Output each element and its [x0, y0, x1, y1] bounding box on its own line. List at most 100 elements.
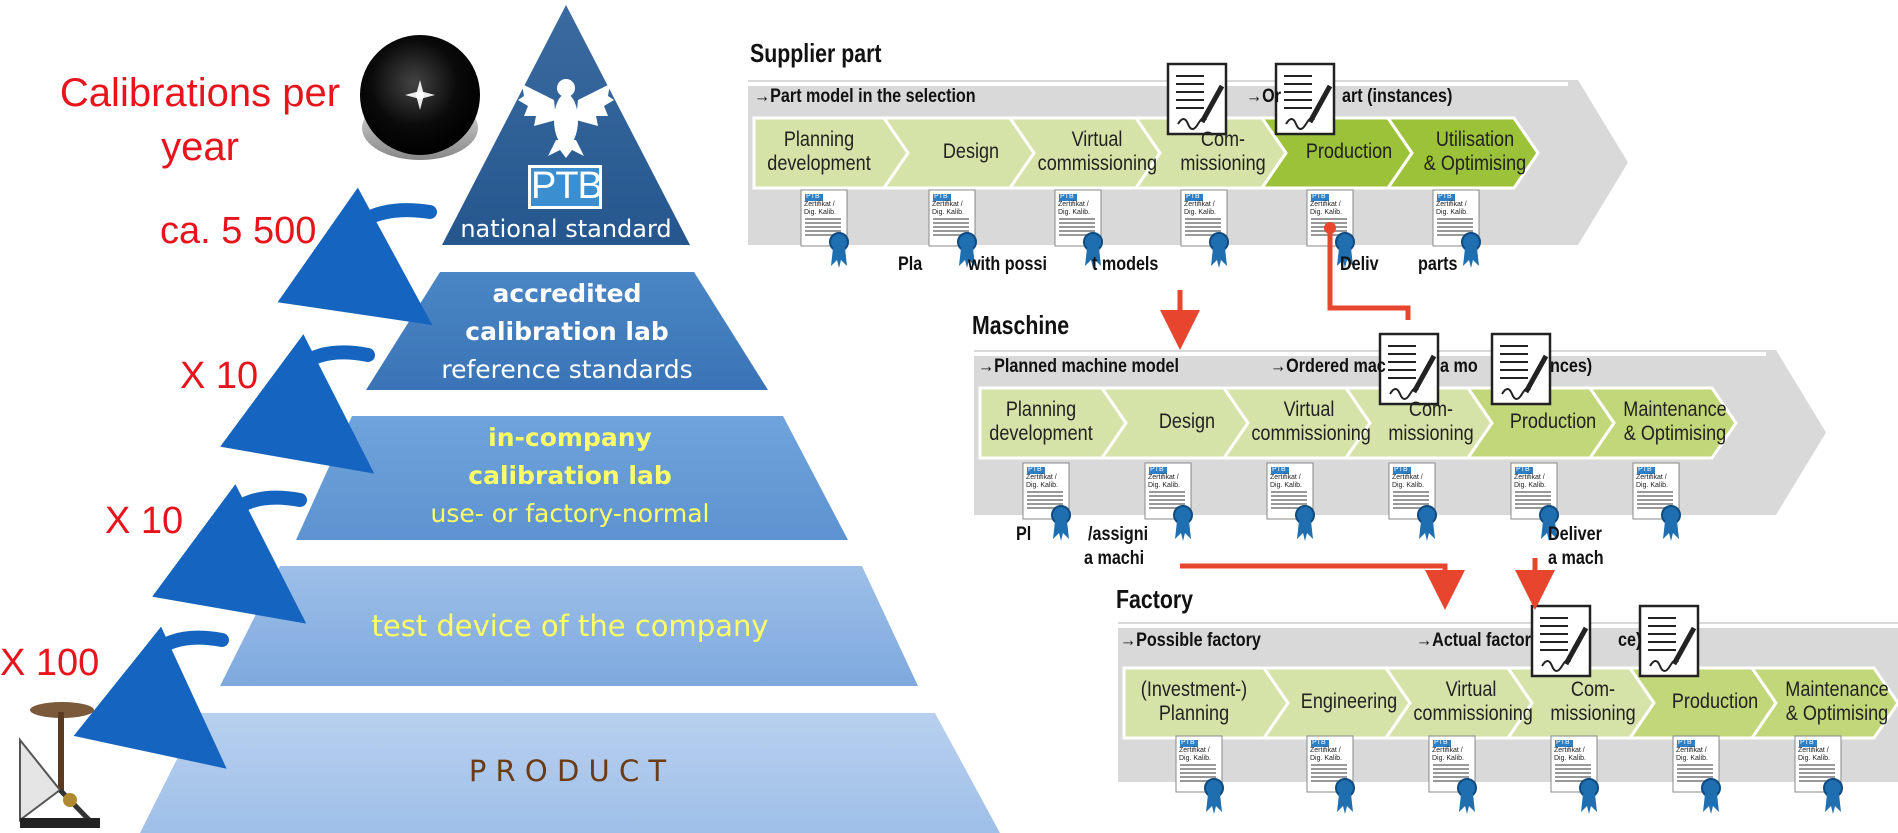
- curved-arrow-icon: [277, 187, 437, 326]
- section-right-label-part: →Actual factor: [1416, 630, 1531, 651]
- certificate-icon: [1672, 735, 1721, 814]
- process-stage-chevron: [1385, 116, 1540, 190]
- certificate-text: Zertifikat / Dig. Kalib.: [1676, 747, 1708, 762]
- multiplier-label: X 100: [0, 642, 100, 684]
- section-right-label-part: →Ordered mac: [1270, 356, 1386, 377]
- certificate-text: Zertifikat / Dig. Kalib.: [1392, 474, 1424, 489]
- bottom-note-part: a mach: [1548, 548, 1604, 569]
- process-stage-label: Production: [1509, 410, 1597, 433]
- certificate-logo-text: PTB: [1186, 193, 1200, 200]
- pyramid-heading-line-1: Calibrations per: [59, 71, 341, 115]
- process-stage-label: Virtual commissioning: [1251, 398, 1371, 445]
- certificate-icon: [1510, 462, 1559, 541]
- certificate-icon: [1175, 735, 1224, 814]
- band-divider: [1118, 624, 1898, 628]
- multiplier-label: X 10: [180, 355, 259, 397]
- certificate-text: Zertifikat / Dig. Kalib.: [1798, 747, 1830, 762]
- process-stage-label: Com- missioning: [1550, 678, 1636, 725]
- certificate-icon: [1266, 462, 1315, 541]
- certificate-logo-text: PTB: [1272, 466, 1286, 473]
- certificate-text: Zertifikat / Dig. Kalib.: [1148, 474, 1180, 489]
- tier-in-company-lab: [296, 416, 848, 540]
- certificate-logo-text: PTB: [1516, 466, 1530, 473]
- red-arrow: [1327, 228, 1411, 320]
- tier-label-in-company-lab: in-company calibration lab use- or facto…: [360, 419, 780, 533]
- process-stage-label: Production: [1671, 690, 1759, 713]
- certificate-icon: [1022, 462, 1071, 541]
- tier-line: use- or factory-normal: [430, 499, 710, 528]
- process-stage-label: Maintenance & Optimising: [1785, 678, 1889, 725]
- signed-document-icon: [1638, 604, 1700, 678]
- process-stage-label: Maintenance & Optimising: [1623, 398, 1727, 445]
- process-stage-chevron: [1587, 386, 1738, 460]
- certificate-text: Zertifikat / Dig. Kalib.: [1432, 747, 1464, 762]
- section-band: [1118, 622, 1898, 782]
- process-stage-chevron: [978, 386, 1128, 460]
- process-stage-label: Design: [1158, 410, 1216, 433]
- section-left-label: →Possible factory: [1120, 630, 1261, 651]
- tier-line: calibration lab: [468, 461, 672, 490]
- certificate-icon: [1550, 735, 1599, 814]
- section-right-label-part: art (instances): [1342, 86, 1453, 107]
- process-stage-chevron: [1261, 666, 1412, 740]
- process-stage-chevron: [1099, 386, 1250, 460]
- ptb-logo-text: PTB: [531, 165, 603, 207]
- process-stage-chevron: [1122, 666, 1290, 740]
- certificate-icon: [1144, 462, 1193, 541]
- certificate-logo-text: PTB: [1312, 739, 1326, 746]
- certificate-icon: [1388, 462, 1437, 541]
- tier-label-test-device: test device of the company: [371, 609, 769, 643]
- certificate-icon: [1428, 735, 1477, 814]
- certificate-text: Zertifikat / Dig. Kalib.: [1184, 201, 1216, 216]
- signed-document-icon: [1490, 332, 1552, 406]
- certificate-text: Zertifikat / Dig. Kalib.: [1636, 474, 1668, 489]
- signed-document-icon: [1530, 604, 1592, 678]
- process-stage-label: Com- missioning: [1180, 128, 1266, 175]
- process-stage-chevron: [1259, 116, 1414, 190]
- certificate-logo-text: PTB: [1394, 466, 1408, 473]
- signed-document-icon: [1166, 62, 1228, 136]
- section-right-label-part: →Or: [1246, 86, 1282, 107]
- sphere-standard-image: [360, 35, 480, 160]
- process-stage-label: Virtual commissioning: [1413, 678, 1533, 725]
- certificate-text: Zertifikat / Dig. Kalib.: [1310, 201, 1342, 216]
- process-stage-label: Planning development: [989, 398, 1093, 445]
- certificate-icon: [1794, 735, 1843, 814]
- band-divider: [974, 352, 1766, 356]
- certificate-logo-text: PTB: [1438, 193, 1452, 200]
- certificate-logo-text: PTB: [1638, 466, 1652, 473]
- tier-label-accredited-lab: accredited calibration lab reference sta…: [400, 275, 734, 389]
- certificate-text: Zertifikat / Dig. Kalib.: [1270, 474, 1302, 489]
- process-stage-chevron: [1627, 666, 1778, 740]
- process-stage-chevron: [1221, 386, 1372, 460]
- tier-accredited-lab: [366, 272, 768, 390]
- pyramid-graphic: [19, 5, 1000, 833]
- pyramid-heading: Calibrations per year: [44, 66, 356, 174]
- tier-product: [140, 713, 1000, 833]
- process-stage-label: Engineering: [1300, 690, 1398, 713]
- certificate-text: Zertifikat / Dig. Kalib.: [1026, 474, 1058, 489]
- section-right-label-part: nces): [1550, 356, 1593, 377]
- process-stage-chevron: [1133, 116, 1288, 190]
- process-stage-chevron: [1007, 116, 1162, 190]
- certificate-logo-text: PTB: [1060, 193, 1074, 200]
- red-arrow: [1180, 563, 1465, 610]
- process-stage-chevron: [1749, 666, 1898, 740]
- tier-label-national-standard: national standard: [460, 215, 672, 243]
- section-right-label-part: a mo: [1440, 356, 1478, 377]
- process-stage-label: Utilisation & Optimising: [1423, 128, 1527, 175]
- section-left-label: →Planned machine model: [978, 356, 1180, 377]
- certificate-logo-text: PTB: [1028, 466, 1042, 473]
- bottom-note-part: Deliv: [1340, 254, 1379, 275]
- section-band: [974, 350, 1826, 515]
- tier-line: reference standards: [441, 355, 693, 384]
- process-stage-chevron: [1505, 666, 1656, 740]
- tier-line: in-company: [488, 423, 652, 452]
- certificate-logo-text: PTB: [1556, 739, 1570, 746]
- process-stage-label: Virtual commissioning: [1037, 128, 1158, 175]
- eagle-emblem-icon: [518, 79, 614, 158]
- process-stage-chevron: [1343, 386, 1494, 460]
- certificate-logo-text: PTB: [1181, 739, 1195, 746]
- ptb-logo: [528, 165, 602, 209]
- bottom-note-part: t models: [1092, 254, 1159, 275]
